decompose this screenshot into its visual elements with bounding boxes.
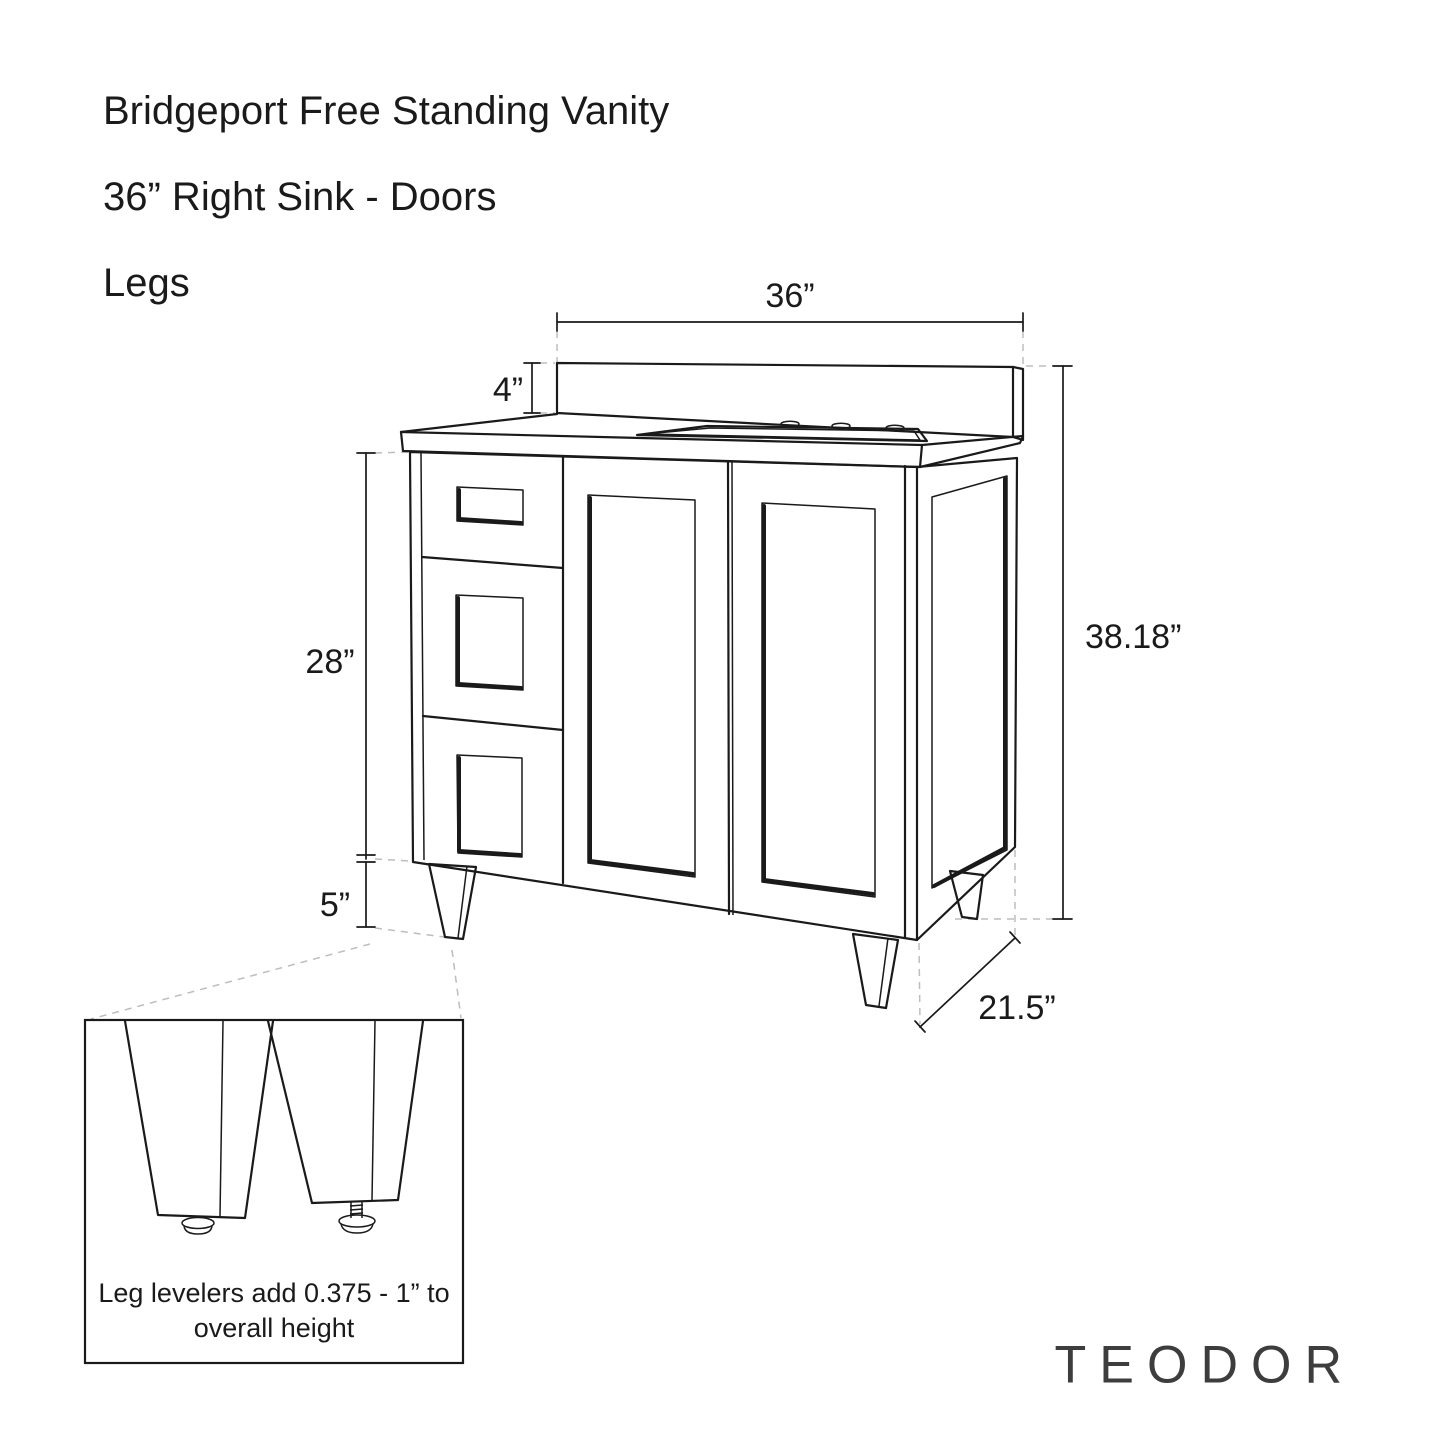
brand-logo: TEODOR [1054, 1335, 1355, 1395]
drawer-panel-middle [455, 594, 524, 691]
dimension-width: 36” [556, 277, 1024, 332]
inset-box-border [83, 1018, 465, 1365]
inset-caption-line-2: overall height [194, 1313, 355, 1343]
side-panel [915, 456, 1019, 942]
inset-caption-line-1: Leg levelers add 0.375 - 1” to [98, 1278, 449, 1308]
drawer-panel-bottom [456, 754, 523, 858]
page-title: Bridgeport Free Standing Vanity 36” Righ… [103, 68, 669, 326]
drawer-stack [420, 486, 565, 858]
leg-back-right [948, 869, 985, 921]
dimension-leg-height: 5” [320, 861, 376, 928]
leg-leveler-inset: Leg levelers add 0.375 - 1” to overall h… [83, 1018, 465, 1365]
sink-cutout [635, 424, 929, 443]
inset-leg-left [123, 1019, 275, 1235]
door-left [587, 494, 696, 878]
title-line-2: 36” Right Sink - Doors [103, 175, 497, 219]
title-line-3: Legs [103, 261, 190, 305]
dimension-backsplash-height: 4” [493, 362, 541, 414]
dimension-overall-height: 38.18” [1052, 365, 1181, 920]
dimension-depth-label: 21.5” [978, 989, 1056, 1027]
dimension-cabinet-height: 28” [305, 452, 376, 860]
drawer-panel-top-shadow [457, 488, 523, 525]
dimension-depth: 21.5” [914, 931, 1056, 1033]
drawer-panel-bottom-shadow [457, 756, 522, 857]
dimension-cabinet-height-label: 28” [305, 643, 354, 681]
dimension-backsplash-label: 4” [493, 371, 523, 409]
dimension-width-label: 36” [765, 277, 814, 315]
leg-front-right [851, 932, 900, 1010]
title-line-1: Bridgeport Free Standing Vanity [103, 89, 670, 133]
door-right [761, 502, 876, 898]
dashed-guides [90, 331, 1053, 1025]
inset-leg-right [266, 1019, 425, 1234]
drawer-panel-middle-shadow [456, 596, 523, 690]
faucet-holes [780, 420, 905, 432]
leg-front-left [427, 862, 478, 941]
dimension-overall-height-label: 38.18” [1085, 618, 1181, 656]
cabinet-front [408, 450, 919, 942]
dimension-leg-height-label: 5” [320, 886, 350, 924]
